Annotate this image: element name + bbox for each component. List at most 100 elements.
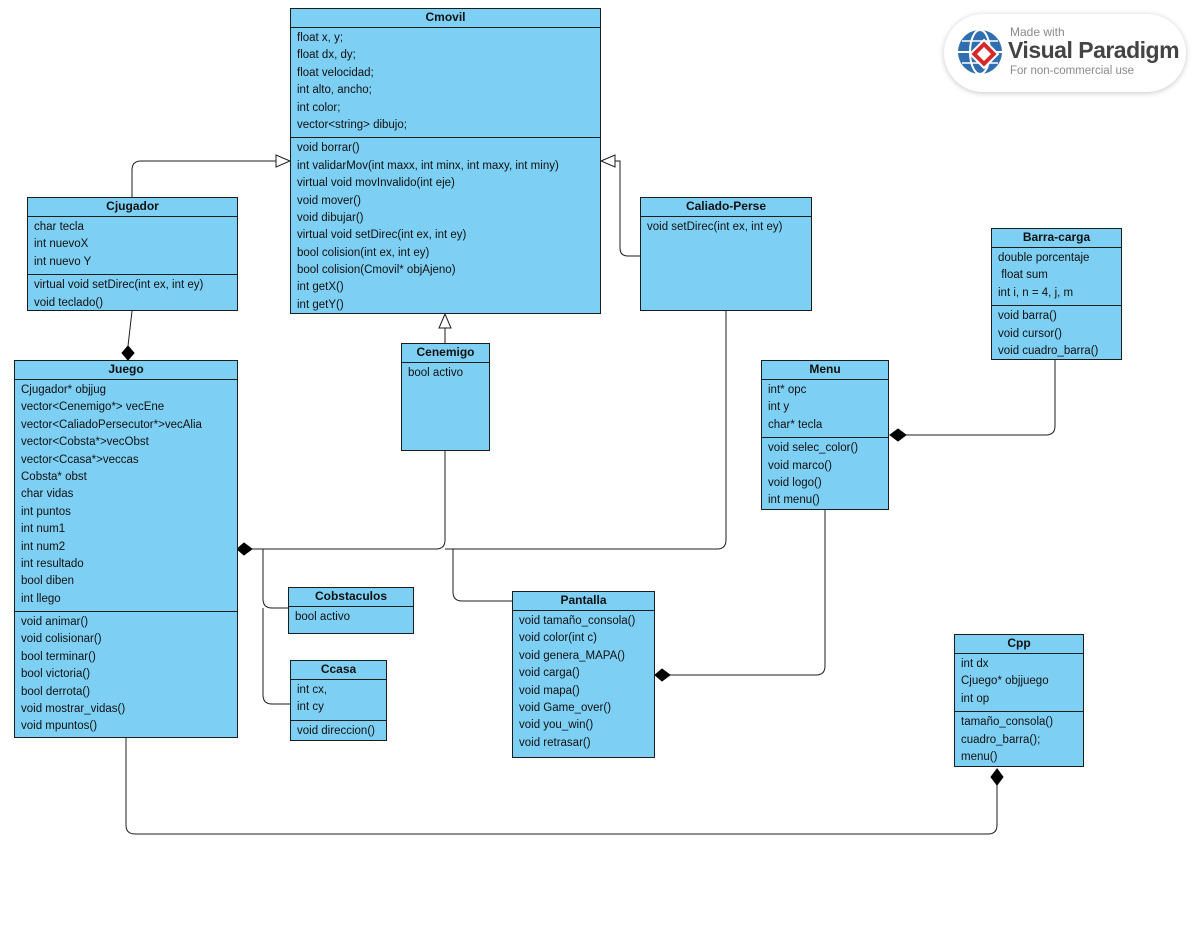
operations: tamaño_consola() cuadro_barra(); menu() bbox=[955, 711, 1083, 766]
attribute: Cjugador* objjug bbox=[21, 384, 107, 396]
attribute: float x, y; bbox=[297, 32, 344, 44]
operation: bool colision(int ex, int ey) bbox=[297, 246, 430, 259]
made-with-text: Made with bbox=[1010, 25, 1065, 39]
composition-diamond bbox=[236, 542, 253, 556]
operation: cuadro_barra(); bbox=[961, 733, 1041, 746]
attribute: bool diben bbox=[21, 575, 75, 588]
operation: void genera_MAPA() bbox=[519, 649, 625, 662]
operation: void tamaño_consola() bbox=[519, 615, 636, 627]
generalization-arrowhead bbox=[438, 312, 452, 329]
attribute: int num2 bbox=[21, 540, 66, 553]
class-cjugador[interactable]: Cjugador char tecla int nuevoX int nuevo… bbox=[27, 197, 238, 311]
operation: void carga() bbox=[519, 667, 580, 680]
class-menu[interactable]: Menu int* opc int y char* tecla void sel… bbox=[761, 360, 889, 510]
operations: void animar() void colisionar() bool ter… bbox=[15, 611, 237, 737]
attribute: double porcentaje bbox=[998, 252, 1090, 264]
edge-ccasa-juego bbox=[262, 608, 290, 705]
operations: void direccion() bbox=[291, 719, 386, 740]
attribute: Cjuego* objjuego bbox=[961, 675, 1049, 688]
edge-juego-cpp bbox=[125, 738, 998, 835]
edge-cobstaculos-juego bbox=[262, 549, 288, 609]
attribute: int llego bbox=[21, 592, 61, 605]
edge-caliado-cmovil bbox=[604, 160, 640, 257]
attribute: int puntos bbox=[21, 505, 71, 518]
attribute: bool activo bbox=[408, 367, 463, 379]
edge-cenemigo-juego bbox=[252, 451, 446, 550]
operation: void cuadro_barra() bbox=[998, 344, 1099, 357]
class-name: Menu bbox=[762, 361, 888, 380]
operation: void selec_color() bbox=[768, 442, 859, 455]
class-cenemigo[interactable]: Cenemigo bool activo bbox=[401, 343, 490, 451]
class-cpp[interactable]: Cpp int dx Cjuego* objjuego int op tamañ… bbox=[954, 634, 1084, 767]
operation: void animar() bbox=[21, 616, 89, 629]
class-cobstaculos[interactable]: Cobstaculos bool activo bbox=[288, 587, 414, 634]
class-caliado-perse[interactable]: Caliado-Perse void setDirec(int ex, int … bbox=[640, 197, 812, 311]
operation: bool colision(Cmovil* objAjeno) bbox=[297, 264, 456, 277]
attributes: int dx Cjuego* objjuego int op bbox=[955, 654, 1083, 711]
class-pantalla[interactable]: Pantalla void tamaño_consola() void colo… bbox=[512, 591, 655, 758]
attribute: int alto, ancho; bbox=[297, 84, 372, 97]
attribute: char tecla bbox=[34, 221, 84, 233]
class-ccasa[interactable]: Ccasa int cx, int cy void direccion() bbox=[290, 660, 387, 741]
class-barra-carga[interactable]: Barra-carga double porcentaje float sum … bbox=[991, 228, 1122, 360]
attributes: char tecla int nuevoX int nuevo Y bbox=[28, 217, 237, 274]
class-cmovil[interactable]: Cmovil float x, y; float dx, dy; float v… bbox=[290, 8, 601, 314]
edge-cjugador-juego bbox=[127, 310, 133, 347]
attributes: int* opc int y char* tecla bbox=[762, 380, 888, 437]
visual-paradigm-watermark: Made with Visual Paradigm For non-commer… bbox=[944, 14, 1186, 92]
operation: tamaño_consola() bbox=[961, 716, 1054, 729]
class-name: Juego bbox=[15, 361, 237, 380]
class-juego[interactable]: Juego Cjugador* objjug vector<Cenemigo*>… bbox=[14, 360, 238, 738]
attribute: vector<CaliadoPersecutor*>vecAlia bbox=[21, 418, 202, 431]
operation: void color(int c) bbox=[519, 632, 597, 645]
operation: void mover() bbox=[297, 194, 361, 207]
operation: void colisionar() bbox=[21, 633, 102, 646]
visual-paradigm-logo-icon bbox=[958, 29, 1002, 75]
operation: void barra() bbox=[998, 310, 1057, 323]
operation: void logo() bbox=[768, 476, 822, 489]
attributes: bool activo bbox=[402, 363, 489, 385]
attribute: vector<Cobsta*>vecObst bbox=[21, 436, 149, 449]
attribute: char vidas bbox=[21, 488, 74, 501]
operation: void retrasar() bbox=[519, 736, 591, 749]
operation: virtual void movInvalido(int eje) bbox=[297, 177, 455, 190]
operations: virtual void setDirec(int ex, int ey) vo… bbox=[28, 274, 237, 310]
operation: void borrar() bbox=[297, 142, 360, 155]
attribute: char* tecla bbox=[768, 418, 823, 431]
brand-name: Visual Paradigm bbox=[1008, 37, 1180, 63]
attribute: int y bbox=[768, 401, 790, 414]
class-name: Cobstaculos bbox=[289, 588, 413, 607]
class-name: Cpp bbox=[955, 635, 1083, 654]
attribute: int op bbox=[961, 692, 990, 705]
class-name: Barra-carga bbox=[992, 229, 1121, 248]
operation: void mpuntos() bbox=[21, 720, 98, 733]
operation: int getX() bbox=[297, 281, 344, 294]
license-note: For non-commercial use bbox=[1010, 65, 1134, 77]
edge-barra-menu bbox=[906, 360, 1056, 436]
attribute: float sum bbox=[998, 269, 1048, 282]
operations: void selec_color() void marco() void log… bbox=[762, 437, 888, 509]
composition-diamond bbox=[121, 345, 135, 361]
class-name: Cjugador bbox=[28, 198, 237, 217]
attribute: Cobsta* obst bbox=[21, 470, 87, 483]
operation: menu() bbox=[961, 750, 998, 763]
operation: int getY() bbox=[297, 298, 344, 311]
attribute: vector<string> dibujo; bbox=[297, 118, 407, 131]
attributes: Cjugador* objjug vector<Cenemigo*> vecEn… bbox=[15, 380, 237, 611]
edge-caliado-juego bbox=[445, 311, 727, 550]
operation: void direccion() bbox=[297, 724, 375, 737]
operations: void borrar() int validarMov(int maxx, i… bbox=[291, 137, 600, 313]
attribute: int nuevo Y bbox=[34, 255, 92, 268]
attribute: vector<Cenemigo*> vecEne bbox=[21, 401, 165, 414]
attribute: int i, n = 4, j, m bbox=[998, 286, 1074, 299]
generalization-arrowhead bbox=[275, 154, 292, 168]
attributes: bool activo bbox=[289, 607, 413, 629]
attributes: double porcentaje float sum int i, n = 4… bbox=[992, 248, 1121, 305]
operation: void setDirec(int ex, int ey) bbox=[647, 221, 783, 233]
operation: void cursor() bbox=[998, 327, 1062, 340]
operation: void Game_over() bbox=[519, 701, 612, 714]
attribute: int color; bbox=[297, 101, 341, 114]
operation: bool derrota() bbox=[21, 685, 91, 698]
operations: void setDirec(int ex, int ey) bbox=[641, 217, 811, 239]
